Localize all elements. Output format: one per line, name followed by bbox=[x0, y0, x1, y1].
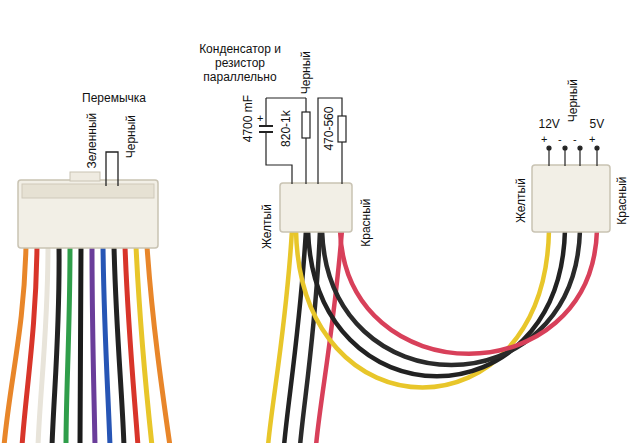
circuit-wire bbox=[266, 97, 306, 98]
capacitor-value: 4700 mF bbox=[242, 94, 255, 141]
pin-row bbox=[22, 184, 154, 198]
wire bbox=[147, 246, 170, 443]
polarity-sign: - bbox=[558, 133, 562, 145]
molex-connector bbox=[532, 165, 610, 232]
circuit-note: Конденсатор и резистор параллельно bbox=[190, 42, 290, 85]
lead-dot bbox=[595, 146, 599, 150]
lead-dot bbox=[563, 146, 567, 150]
atx-connector bbox=[18, 172, 158, 248]
polarity-sign: + bbox=[257, 112, 263, 124]
resistor-symbol bbox=[302, 112, 310, 138]
latch bbox=[70, 172, 100, 181]
pin-leads bbox=[547, 146, 599, 166]
circuit-wire bbox=[266, 98, 292, 184]
wire-color-label: Черный bbox=[567, 78, 580, 121]
wire-color-label: Желтый bbox=[514, 178, 527, 223]
lead-line bbox=[549, 148, 597, 166]
splitter-wires bbox=[268, 230, 597, 443]
lead-dot bbox=[547, 146, 551, 150]
connector-body bbox=[18, 180, 158, 248]
wire bbox=[114, 246, 124, 443]
wire-color-label: Красный bbox=[360, 198, 373, 246]
resistor-branch bbox=[318, 98, 346, 184]
wire bbox=[308, 230, 565, 376]
capacitor-symbol bbox=[259, 126, 273, 132]
circuit-wire bbox=[305, 98, 306, 184]
rc-circuit bbox=[259, 98, 310, 184]
wire bbox=[92, 246, 95, 443]
jumper-label: Перемычка bbox=[82, 92, 146, 105]
jumper-wire bbox=[106, 152, 118, 186]
resistor-symbol bbox=[338, 116, 346, 142]
wire bbox=[22, 246, 37, 443]
atx-wires bbox=[4, 246, 170, 443]
wire-color-label: Зеленный bbox=[86, 112, 99, 168]
wire bbox=[103, 246, 110, 443]
resistor-value: 820-1k bbox=[279, 110, 292, 147]
wire-color-label: Желтый bbox=[260, 204, 273, 249]
polarity-sign: + bbox=[541, 133, 547, 145]
wire bbox=[66, 246, 70, 443]
resistor-value: 470-560 bbox=[323, 106, 336, 150]
wire-color-label: Красный bbox=[616, 176, 629, 224]
wire bbox=[38, 246, 48, 443]
wire bbox=[80, 246, 81, 443]
wire-color-label: Черный bbox=[125, 114, 138, 157]
polarity-sign: - bbox=[573, 133, 577, 145]
wire bbox=[52, 246, 59, 443]
molex-connector bbox=[280, 183, 352, 232]
wire bbox=[340, 230, 597, 354]
lead-dot bbox=[578, 146, 582, 150]
wire-color-label: Черный bbox=[300, 50, 313, 93]
polarity-sign: + bbox=[589, 133, 595, 145]
voltage-label: 5V bbox=[590, 118, 605, 131]
voltage-label: 12V bbox=[539, 118, 560, 131]
